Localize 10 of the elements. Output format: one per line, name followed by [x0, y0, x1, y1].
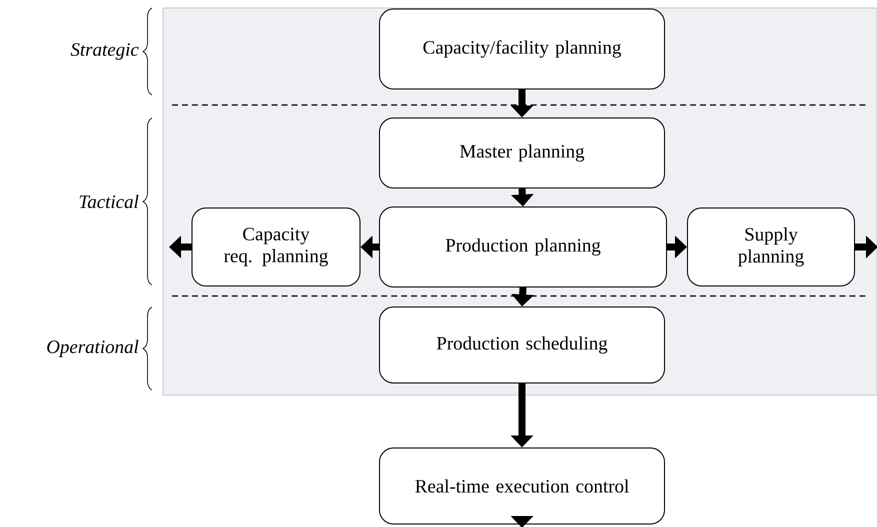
tier-label: Operational — [47, 340, 138, 358]
tier-label: Tactical — [80, 194, 138, 208]
process-box: Real-time execution control — [379, 448, 665, 524]
process-box: Supply planning — [687, 208, 855, 286]
process-box: Production planning — [379, 206, 667, 288]
tier-label: Strategic — [70, 43, 139, 60]
process-box: Master planning — [379, 118, 665, 188]
process-box: Capacity req. planning — [192, 208, 360, 286]
process-box: Production scheduling — [379, 306, 665, 384]
process-box: Capacity/facility planning — [379, 8, 665, 90]
